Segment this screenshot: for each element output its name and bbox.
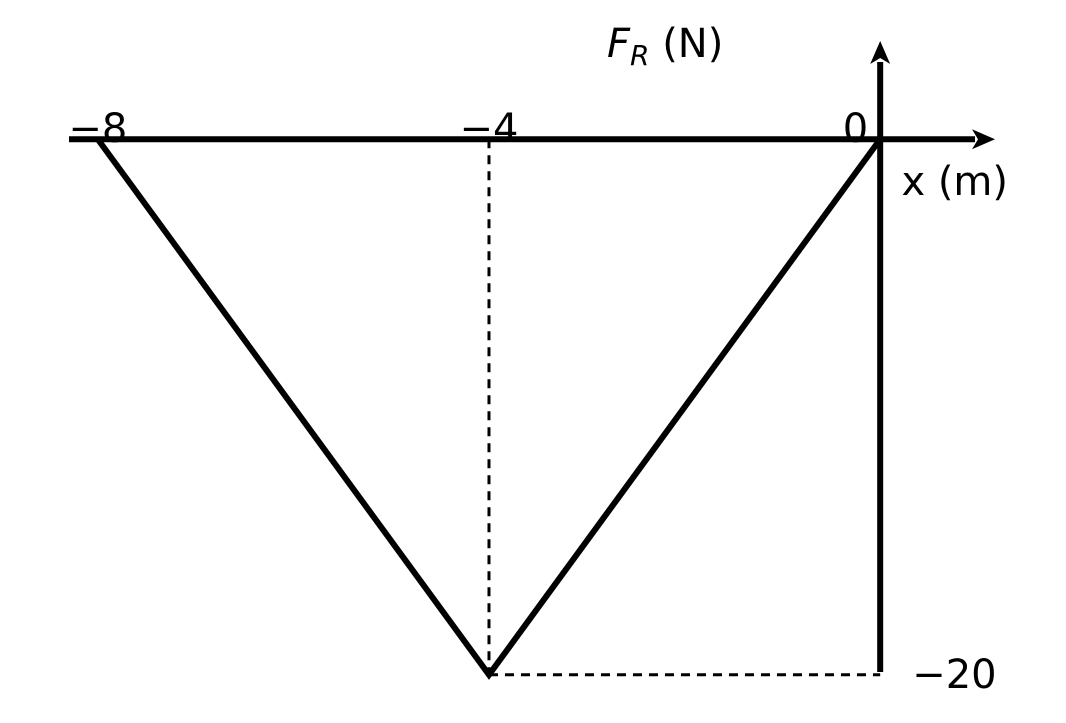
x-tick-label: −8 <box>68 106 127 152</box>
x-axis-label: x (m) <box>901 159 1008 205</box>
y-tick-labels: −20 <box>912 652 996 698</box>
y-axis-label-symbol: F <box>607 21 631 67</box>
x-axis-arrowhead <box>972 129 995 150</box>
series-line-0 <box>95 137 883 680</box>
y-axis-label-subscript: R <box>630 39 649 72</box>
y-axis-label: FR (N) <box>607 21 723 72</box>
x-tick-label: 0 <box>843 106 868 152</box>
series <box>95 137 883 680</box>
y-axis-arrowhead <box>870 41 891 64</box>
y-axis-label-unit: (N) <box>649 21 723 67</box>
guide-lines <box>487 139 881 677</box>
x-tick-label: −4 <box>460 106 519 152</box>
y-tick-label: −20 <box>912 652 996 698</box>
x-tick-labels: −8 −4 0 <box>68 106 868 152</box>
